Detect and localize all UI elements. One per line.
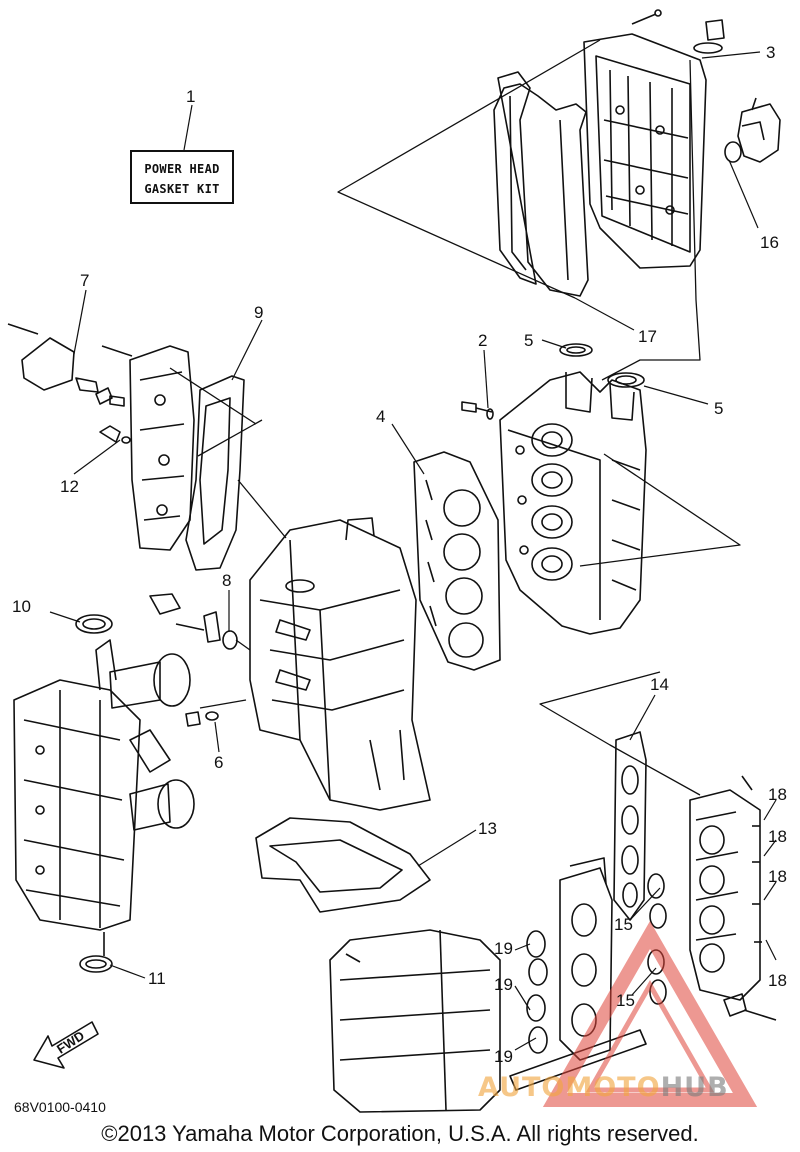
cylinder-head-cover (583, 9, 707, 269)
thermostat-cover (7, 323, 133, 444)
water-cover (129, 345, 195, 551)
watermark-part1: AUTOMOTO (478, 1072, 661, 1103)
bolts-18 (741, 775, 762, 943)
callout-19b: 19 (494, 975, 513, 994)
intake-manifold (689, 789, 761, 1001)
callout-5b: 5 (714, 399, 724, 418)
callout-19a: 19 (494, 939, 513, 958)
callout-17: 17 (638, 327, 657, 346)
callout-18a: 18 (768, 785, 787, 804)
cylinder-head (499, 371, 647, 635)
oil-seals (559, 343, 645, 388)
kit-label-line2: GASKET KIT (144, 182, 220, 196)
watermark-logo-icon (542, 920, 758, 1107)
bolt-6 (185, 711, 219, 727)
crankcase (13, 639, 141, 931)
callout-2: 2 (478, 331, 488, 350)
callout-5a: 5 (524, 331, 534, 350)
fwd-arrow-icon (33, 1021, 99, 1069)
watermark-text: AUTOMOTOHUB (478, 1072, 729, 1103)
head-gasket (413, 451, 501, 671)
bolt-2 (461, 401, 494, 420)
assembly-guide-lines (169, 39, 741, 796)
callout-18b: 18 (768, 827, 787, 846)
intake-silencer (329, 929, 501, 1113)
watermark-part2: HUB (660, 1072, 729, 1103)
callout-1: 1 (186, 87, 196, 106)
cylinder-block (249, 517, 431, 811)
callout-18c: 18 (768, 867, 787, 886)
diagram-code: 68V0100-0410 (14, 1099, 106, 1115)
pistons-connecting-rods (109, 653, 195, 831)
copyright-notice: ©2013 Yamaha Motor Corporation, U.S.A. A… (101, 1121, 699, 1146)
callout-10: 10 (12, 597, 31, 616)
cam-sensor (724, 97, 781, 163)
callout-15b: 15 (616, 991, 635, 1010)
oil-cap (693, 19, 725, 54)
callout-7: 7 (80, 271, 90, 290)
callout-14: 14 (650, 675, 669, 694)
exhaust-cover-gasket (185, 375, 245, 571)
callout-19c: 19 (494, 1047, 513, 1066)
o-rings-19 (526, 930, 548, 1054)
callout-11: 11 (148, 969, 166, 988)
callout-8: 8 (222, 571, 232, 590)
callout-9: 9 (254, 303, 264, 322)
sensor-part-8 (149, 593, 238, 650)
callout-18d: 18 (768, 971, 787, 990)
callout-6: 6 (214, 753, 224, 772)
callout-12: 12 (60, 477, 79, 496)
fuel-rail (509, 993, 777, 1091)
crank-seals (75, 614, 113, 973)
throttle-bodies (559, 857, 613, 1061)
kit-label-line1: POWER HEAD (144, 162, 220, 176)
callout-3: 3 (766, 43, 776, 62)
callout-15a: 15 (614, 915, 633, 934)
intake-gasket (613, 731, 647, 921)
cover-gasket (493, 71, 589, 297)
callout-16: 16 (760, 233, 779, 252)
callout-4: 4 (376, 407, 386, 426)
oil-pan-gasket (255, 817, 431, 913)
callout-13: 13 (478, 819, 497, 838)
gasket-kit-label: POWER HEAD GASKET KIT (130, 150, 234, 204)
leader-lines (49, 51, 777, 1051)
